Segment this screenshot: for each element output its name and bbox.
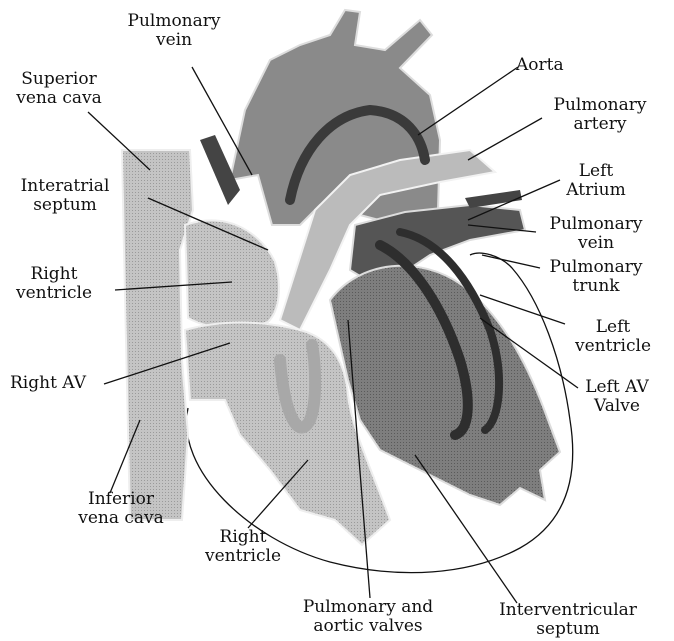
leader-inferior-vena-cava xyxy=(110,420,140,493)
label-aorta: Aorta xyxy=(516,56,564,75)
leader-pulmonary-vein-top xyxy=(192,67,252,175)
leader-pulmonary-aortic-valves xyxy=(348,320,370,598)
leader-left-ventricle xyxy=(480,295,565,324)
leader-pulmonary-artery xyxy=(468,118,542,160)
leader-interatrial-septum xyxy=(148,198,268,250)
leader-pulmonary-vein-right xyxy=(468,225,536,232)
leader-interventricular-septum xyxy=(415,455,517,603)
label-right-av: Right AV xyxy=(10,374,86,393)
leader-aorta xyxy=(418,67,518,135)
leader-right-av xyxy=(104,343,230,384)
leader-right-ventricle-left xyxy=(115,282,232,290)
leader-left-atrium xyxy=(468,180,560,220)
leader-superior-vena-cava xyxy=(88,112,150,170)
leader-pulmonary-trunk xyxy=(482,255,540,268)
leader-right-ventricle-bottom xyxy=(248,460,308,528)
